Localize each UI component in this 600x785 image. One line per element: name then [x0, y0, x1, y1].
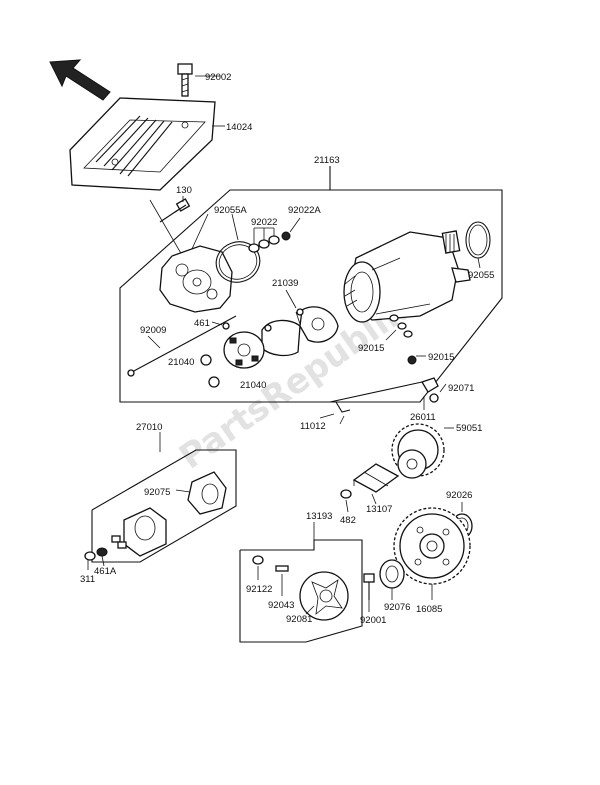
switch-27010	[111, 507, 167, 557]
o-ring-92055	[465, 221, 491, 259]
label-16085: 16085	[416, 604, 442, 615]
label-26011: 26011	[410, 412, 436, 423]
label-13193: 13193	[306, 511, 332, 522]
shaft-13107	[352, 463, 400, 493]
roller-92122	[252, 555, 289, 572]
washer-92076	[379, 559, 405, 589]
label-461: 461	[194, 318, 210, 329]
bolt-92002	[177, 63, 193, 97]
label-21163: 21163	[314, 155, 340, 166]
label-130: 130	[176, 185, 192, 196]
brush-holder-21040	[223, 331, 265, 369]
starter-motor-body	[343, 230, 471, 323]
nut-311	[84, 547, 108, 561]
sprocket-16085	[393, 507, 471, 585]
label-92055: 92055	[468, 270, 494, 281]
front-direction-arrow-icon	[49, 59, 111, 101]
label-92002: 92002	[205, 72, 231, 83]
label-92026: 92026	[446, 490, 472, 501]
label-92043: 92043	[268, 600, 294, 611]
label-13107: 13107	[366, 504, 392, 515]
cover-92075	[187, 471, 227, 515]
label-92071: 92071	[448, 383, 474, 394]
washers-92022	[248, 231, 291, 253]
label-92075: 92075	[144, 487, 170, 498]
part-number-labels: 92002 14024 21163 130 92055A 92022 92022…	[80, 72, 494, 626]
label-14024: 14024	[226, 122, 252, 133]
label-92015-b: 92015	[428, 352, 454, 363]
label-92076: 92076	[384, 602, 410, 613]
through-bolt-92009	[127, 315, 237, 377]
terminal-nuts-92015	[389, 314, 417, 365]
label-21040-b: 21040	[240, 380, 266, 391]
label-27010: 27010	[136, 422, 162, 433]
label-461A: 461A	[94, 566, 117, 577]
label-92022A: 92022A	[288, 205, 321, 216]
starter-cover-14024	[69, 97, 216, 191]
gear-59051	[391, 423, 445, 479]
label-92001: 92001	[360, 615, 386, 626]
o-ring-92055A	[215, 241, 261, 283]
brush-plate-21039	[261, 306, 339, 357]
label-59051: 59051	[456, 423, 482, 434]
label-92081: 92081	[286, 614, 312, 625]
label-21040-a: 21040	[168, 357, 194, 368]
label-92055A: 92055A	[214, 205, 247, 216]
label-92022: 92022	[251, 217, 277, 228]
rear-end-housing	[159, 245, 233, 313]
bolt-130	[159, 198, 191, 223]
clip-11012	[335, 401, 351, 425]
cable-26011	[329, 377, 439, 403]
label-21039: 21039	[272, 278, 298, 289]
label-11012: 11012	[300, 421, 326, 432]
label-311: 311	[80, 574, 95, 585]
label-92015-a: 92015	[358, 343, 384, 354]
bolt-92001	[363, 573, 375, 600]
label-92122: 92122	[246, 584, 272, 595]
label-482: 482	[340, 515, 356, 526]
label-92009: 92009	[140, 325, 166, 336]
